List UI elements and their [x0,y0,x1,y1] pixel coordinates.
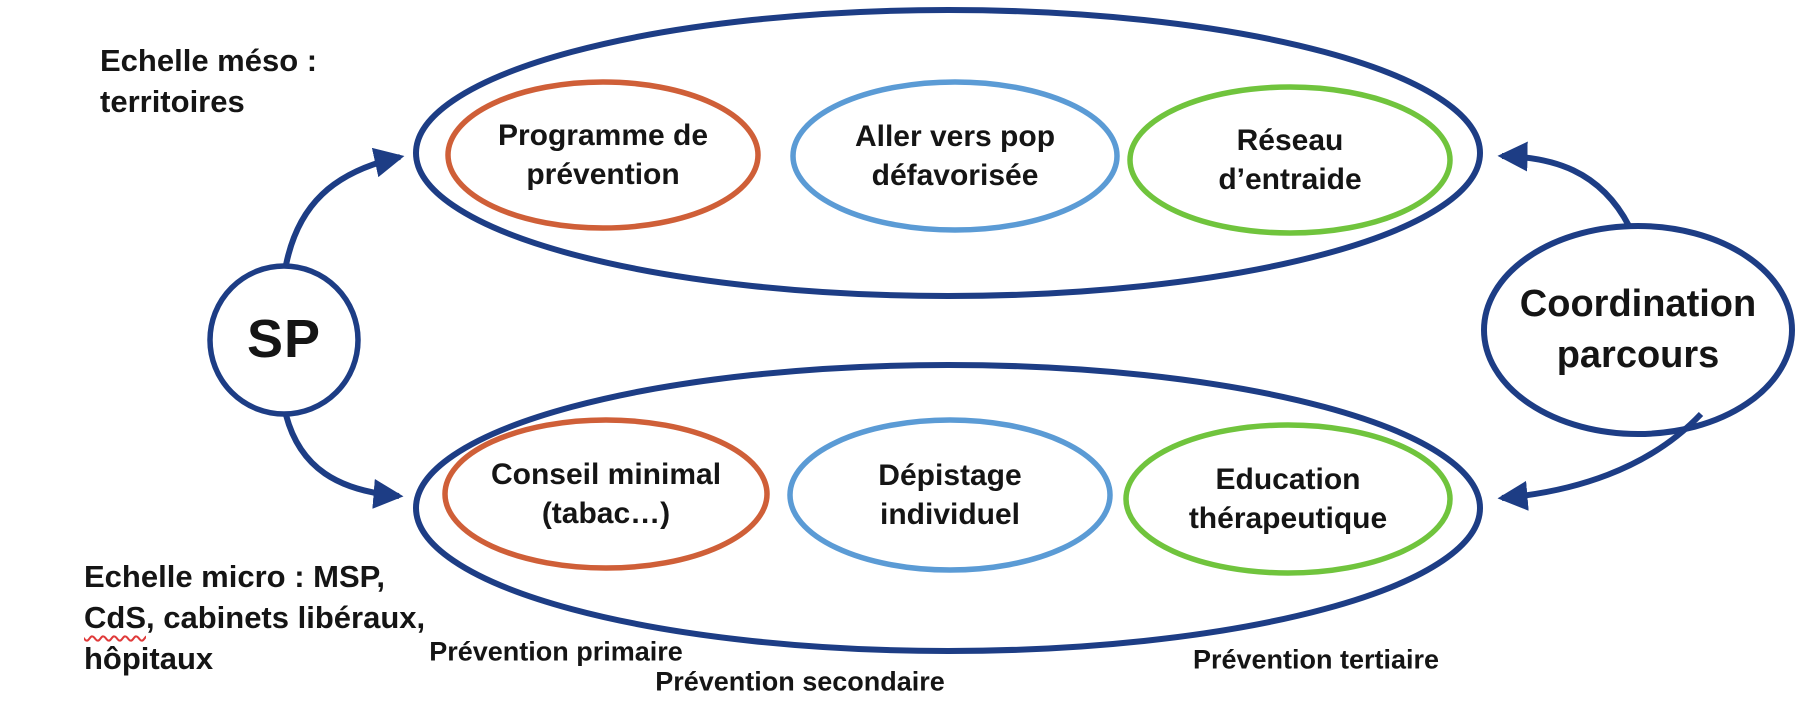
aller-vers-pop-line2: défavorisée [871,159,1039,192]
reseau-entraide-label: Réseau d’entraide [1218,121,1361,199]
micro-scale-label: Echelle micro : MSP, CdS, cabinets libér… [84,556,425,679]
coordination-label-line1: Coordination [1519,283,1757,325]
depistage-individuel-label: Dépistage individuel [878,456,1021,534]
depistage-individuel-line2: individuel [879,498,1021,531]
aller-vers-pop-ellipse [790,79,1120,233]
depistage-individuel-ellipse [787,417,1113,573]
conseil-minimal-label: Conseil minimal (tabac…) [491,455,721,533]
aller-vers-pop-label: Aller vers pop défavorisée [855,117,1055,195]
education-therapeutique-line1: Education [1215,463,1361,496]
arrow-coordination-to-meso [1497,141,1632,228]
meso-scale-label: Echelle méso : territoires [100,40,317,122]
micro-scale-line3: hôpitaux [84,641,214,676]
aller-vers-pop-line1: Aller vers pop [854,120,1056,153]
sp-hub-label: SP [246,308,322,369]
prevention-secondaire-label: Prévention secondaire [655,666,945,697]
education-therapeutique-line2: thérapeutique [1188,502,1388,535]
sp-hub-circle [207,263,361,417]
programme-prevention-line1: Programme de [497,119,709,152]
micro-scale-line2-rest: , cabinets libéraux, [146,600,426,635]
depistage-individuel-line1: Dépistage [878,459,1022,492]
coordination-hub-ellipse [1481,223,1795,437]
education-therapeutique-label: Education thérapeutique [1189,460,1387,538]
arrow-sp-to-micro [283,414,404,509]
coordination-hub-label: Coordination parcours [1520,279,1756,381]
meso-scale-line2: territoires [100,84,245,119]
conseil-minimal-ellipse [442,417,770,571]
reseau-entraide-line1: Réseau [1236,124,1344,157]
conseil-minimal-line1: Conseil minimal [490,458,722,491]
arrow-coordination-to-micro [1497,411,1704,511]
arrow-sp-to-meso [283,147,405,266]
meso-territory-ellipse [413,7,1483,299]
coordination-label-line2: parcours [1556,334,1720,376]
programme-prevention-line2: prévention [526,158,680,191]
prevention-primaire-label: Prévention primaire [429,636,683,667]
conseil-minimal-line2: (tabac…) [541,497,671,530]
reseau-entraide-ellipse [1127,84,1453,236]
reseau-entraide-line2: d’entraide [1218,163,1362,196]
meso-scale-line1: Echelle méso : [100,43,318,78]
micro-scale-flagged-word: CdS [84,600,146,635]
education-therapeutique-ellipse [1123,422,1453,576]
micro-scale-line1: Echelle micro : MSP, [84,559,385,594]
micro-territory-ellipse [413,362,1483,654]
programme-prevention-label: Programme de prévention [498,116,708,194]
prevention-tertiaire-label: Prévention tertiaire [1192,644,1440,675]
programme-prevention-ellipse [445,79,761,231]
